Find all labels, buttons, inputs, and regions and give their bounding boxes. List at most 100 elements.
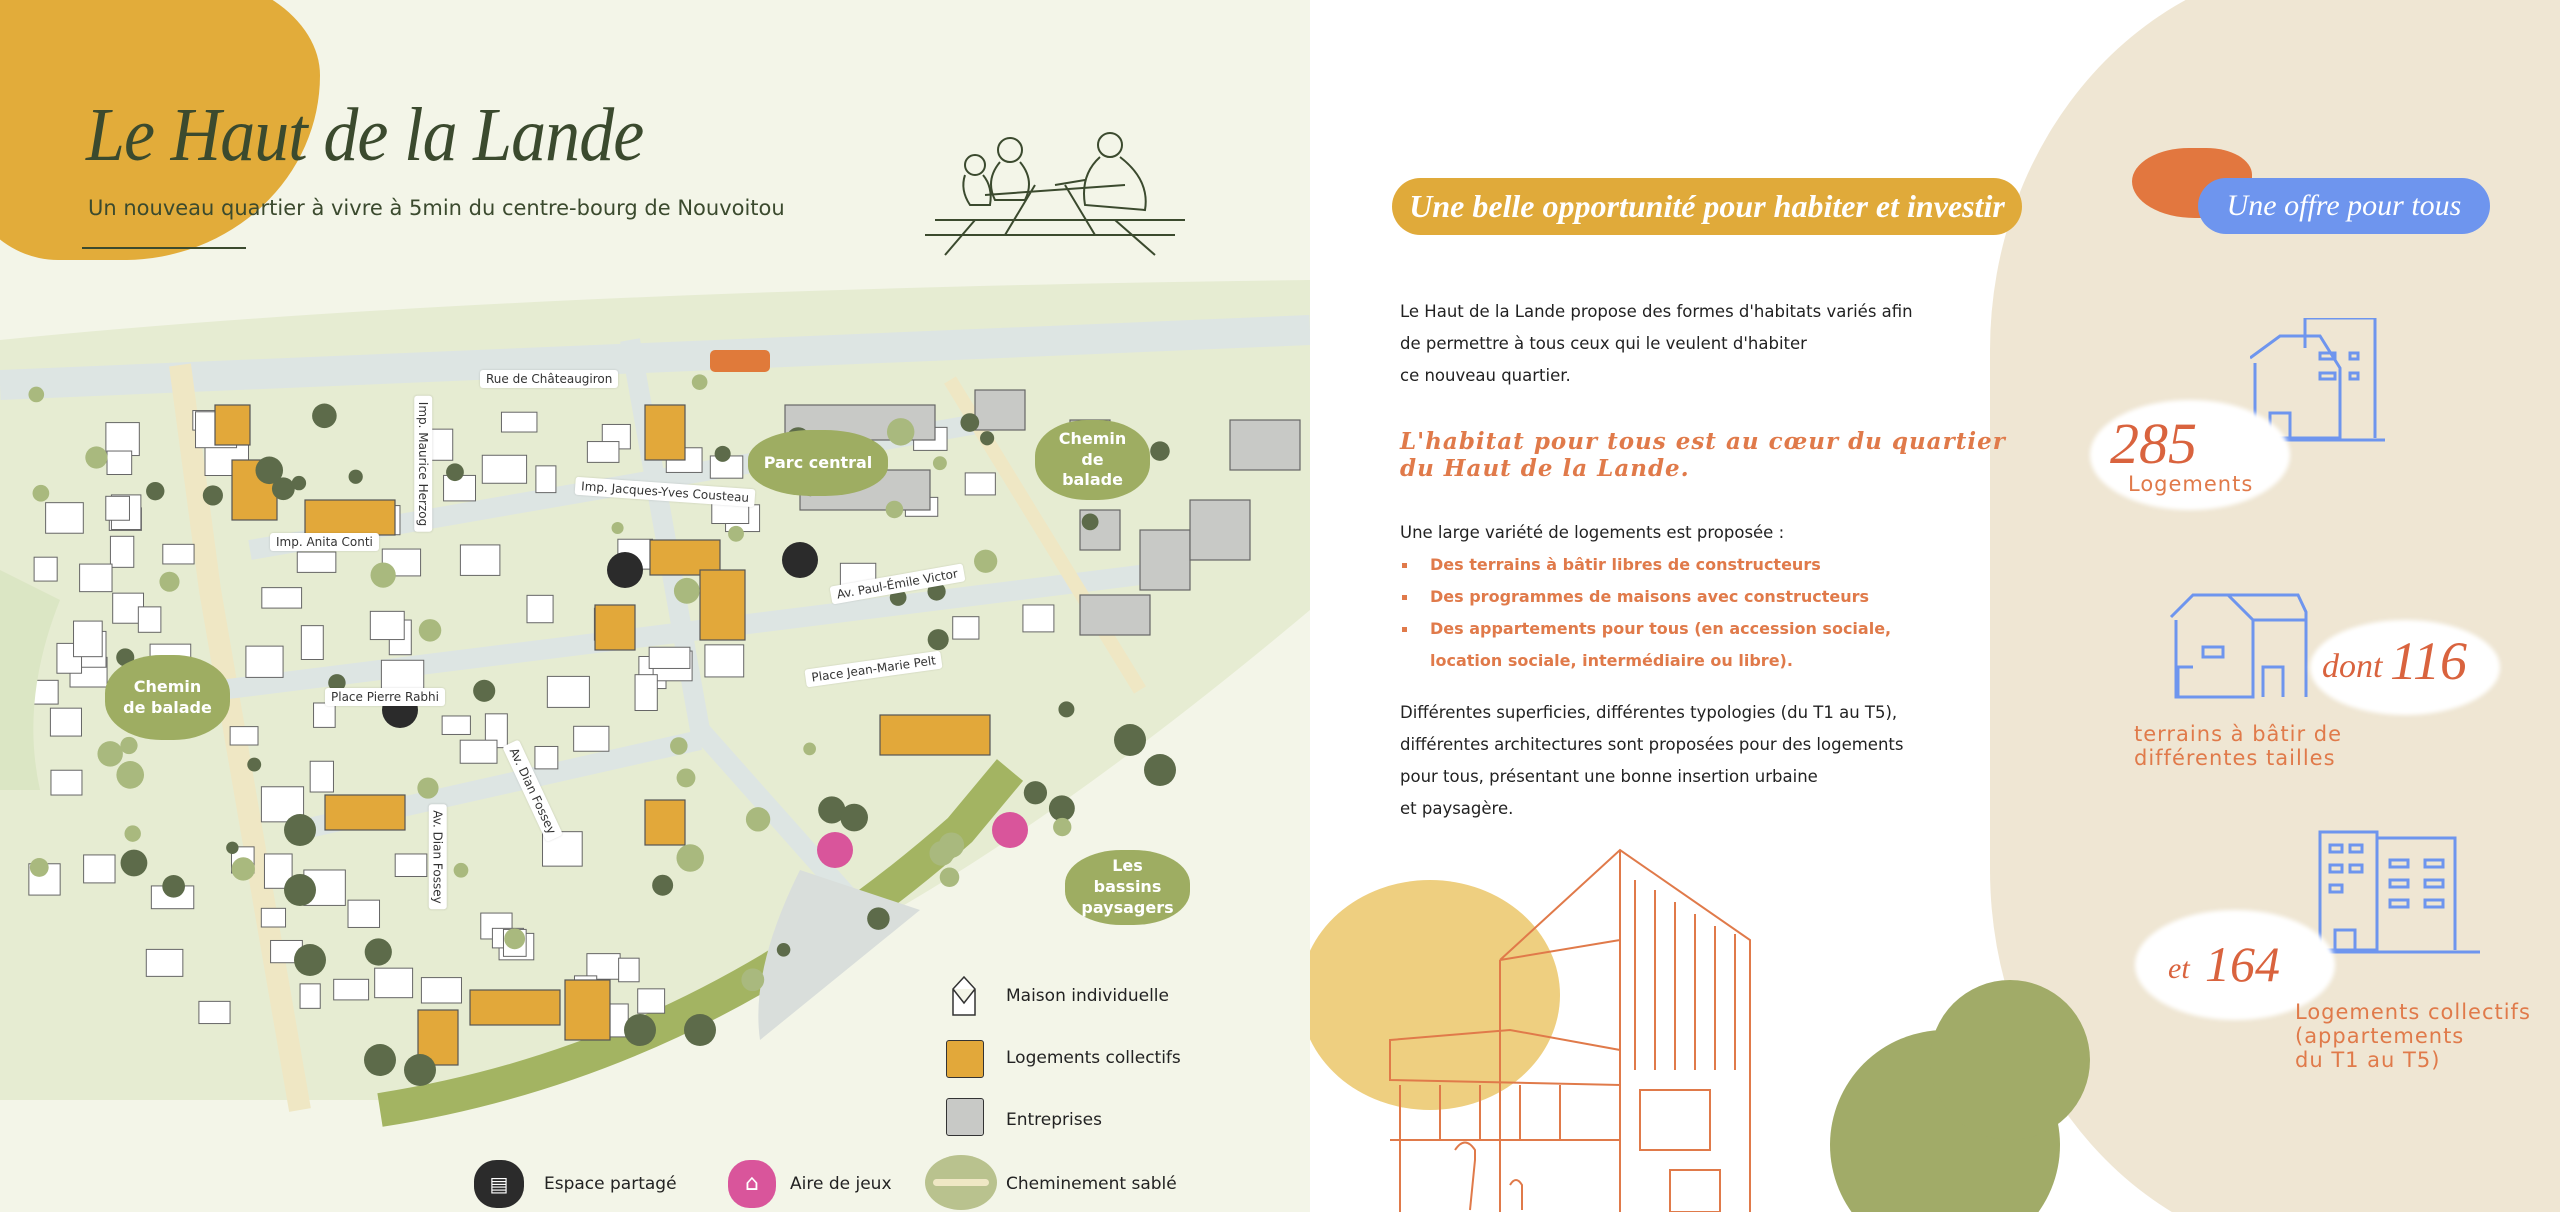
tree	[473, 679, 496, 702]
tree	[453, 862, 469, 878]
tree	[611, 521, 624, 535]
legend-label: Espace partagé	[544, 1174, 677, 1194]
legend-label: Logements collectifs	[1006, 1048, 1181, 1068]
area-label-chemin-de-balade: Chemin de balade	[1035, 420, 1150, 500]
tree	[120, 736, 138, 755]
business-building	[1229, 419, 1301, 471]
text-line: du T1 au T5)	[2295, 1048, 2441, 1072]
tree	[676, 768, 696, 788]
text-line: terrains à bâtir de	[2134, 722, 2343, 746]
tree	[885, 500, 904, 519]
collective-building	[469, 989, 561, 1026]
house-building	[459, 544, 501, 576]
stat-number: 116	[2390, 631, 2467, 691]
text-line: Logements collectifs	[2295, 1000, 2531, 1024]
house-building	[429, 428, 454, 461]
house-sketch-illustration	[1389, 848, 1751, 1212]
business-building	[1079, 594, 1151, 636]
grey-building-icon	[946, 1098, 984, 1136]
white-cloud-shape	[2310, 620, 2500, 715]
shared-space-marker	[607, 552, 643, 588]
house-building	[49, 707, 82, 737]
orange-building-icon	[946, 1040, 984, 1078]
tree	[418, 619, 442, 642]
tree	[960, 413, 980, 432]
house-outline-icon	[952, 975, 976, 1016]
tree	[1144, 754, 1176, 786]
business-building	[1189, 499, 1251, 561]
house-building	[245, 645, 284, 678]
right-page: Une belle opportunité pour habiter et in…	[1310, 0, 2560, 1212]
house-building	[45, 502, 84, 534]
tree	[1081, 513, 1099, 531]
playground-marker	[992, 812, 1028, 848]
tree	[226, 841, 239, 855]
tree	[929, 840, 955, 866]
house-building	[459, 739, 498, 764]
house-building	[380, 659, 425, 690]
tree	[247, 757, 262, 772]
legend-label: Entreprises	[1006, 1110, 1102, 1130]
business-building	[1139, 529, 1191, 591]
list-item: Des terrains à bâtir libres de construct…	[1400, 549, 1891, 581]
closing-paragraph: Différentes superficies, différentes typ…	[1400, 697, 1903, 825]
tree	[939, 867, 960, 888]
picnic-table-illustration	[925, 132, 1185, 256]
tree	[803, 742, 816, 756]
house-building	[347, 899, 381, 928]
house-building	[313, 702, 336, 728]
tree	[202, 485, 223, 506]
stat-number: 285	[2110, 411, 2197, 476]
tree	[271, 477, 295, 501]
tree	[370, 562, 396, 588]
shared-space-icon: ▤	[474, 1160, 524, 1208]
tree	[404, 1054, 436, 1086]
tree	[97, 741, 123, 767]
tree	[348, 469, 363, 484]
tree	[676, 844, 704, 872]
tree	[745, 807, 771, 832]
collective-building	[649, 539, 721, 576]
tree	[146, 481, 165, 501]
bus-icon	[710, 350, 770, 372]
street-label: Av. Dian Fossey	[428, 804, 447, 910]
tree	[328, 674, 346, 692]
street-label: Imp. Anita Conti	[270, 533, 379, 551]
house-building	[300, 625, 324, 661]
stat-prefix: et	[2168, 952, 2190, 985]
tree	[85, 446, 108, 469]
tree	[231, 857, 255, 881]
page-title: Le Haut de la Lande	[86, 93, 644, 177]
business-building	[974, 389, 1026, 431]
tree	[974, 549, 998, 573]
tree	[124, 825, 141, 842]
house-building	[534, 745, 559, 770]
area-label-chemin-de-balade: Chemin de balade	[105, 655, 230, 740]
tree	[652, 874, 674, 896]
house-building	[229, 726, 259, 746]
text-line: Différentes superficies, différentes typ…	[1400, 703, 1898, 722]
offer-header-pill: Une offre pour tous	[2198, 178, 2490, 234]
collective-building	[324, 794, 406, 831]
tree	[932, 456, 947, 471]
house-building	[500, 411, 538, 433]
left-page: Le Haut de la Lande Un nouveau quartier …	[0, 0, 1310, 1212]
street-label: Rue de Châteaugiron	[480, 370, 619, 388]
tree	[776, 943, 791, 957]
legend-label: Maison individuelle	[1006, 986, 1169, 1006]
tree	[840, 803, 868, 832]
text-line: différentes tailles	[2134, 746, 2336, 770]
tree	[162, 874, 185, 898]
tree	[32, 484, 50, 502]
area-label-parc-central: Parc central	[748, 430, 888, 496]
tree	[670, 737, 688, 755]
tree	[927, 629, 949, 651]
tree	[28, 386, 45, 403]
tree	[741, 968, 765, 992]
text-line: de permettre à tous ceux qui le veulent …	[1400, 334, 1807, 353]
sand-path-icon	[925, 1155, 997, 1210]
stat-label: Logements collectifs (appartements du T1…	[2295, 1000, 2531, 1072]
tree	[624, 1014, 656, 1046]
tree	[818, 796, 846, 824]
house-building	[618, 957, 640, 983]
